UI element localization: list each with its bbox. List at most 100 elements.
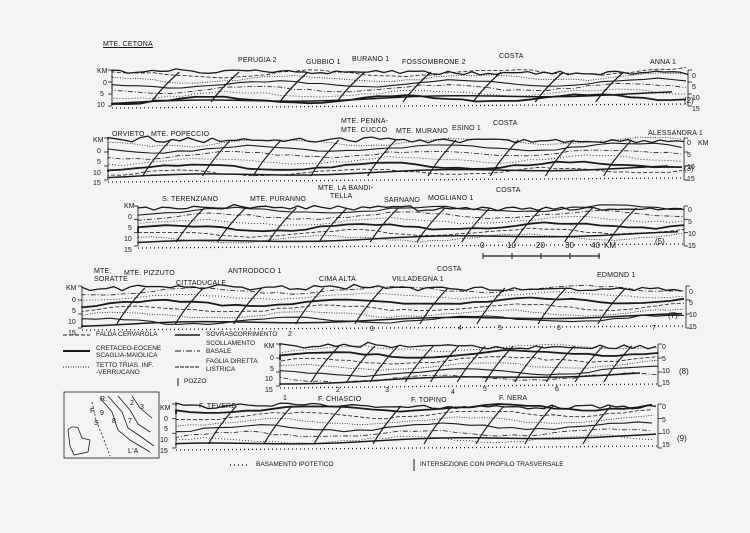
basal-detachment (279, 372, 641, 385)
profile-mark: 5 (498, 325, 502, 332)
tick-label: 15 (662, 442, 670, 449)
label-costa: COSTA (437, 266, 462, 273)
tick-label: 15 (689, 324, 697, 331)
tick-label: 5 (662, 417, 666, 424)
thrust-fault (419, 287, 449, 325)
stratum-line (279, 365, 659, 378)
tick-label: 0 (662, 344, 666, 351)
tick-label: 0 (72, 297, 76, 304)
thrust-fault (489, 139, 519, 177)
stratum-line (111, 67, 687, 80)
thrust-fault (484, 345, 514, 383)
label-s-terenziano: S. TERENZIANO (162, 196, 219, 203)
profile-mark: 3 (385, 387, 389, 394)
stratum-line (137, 216, 685, 228)
profile-mark: 2 (288, 331, 292, 338)
thrust-fault (142, 139, 172, 177)
label-sarnano: SARNANO (384, 197, 421, 204)
label-mte-popeccio: MTE. POPECCIO (151, 131, 210, 138)
label-esino-1: ESINO 1 (452, 125, 482, 132)
thrust-fault (597, 287, 627, 325)
thrust-fault (116, 287, 146, 325)
thrust-fault (216, 207, 246, 243)
tick-label: 15 (160, 448, 168, 455)
section-number: (5) (655, 237, 665, 246)
legend-basamento-ipotetico: BASAMENTO IPOTETICO (256, 461, 334, 468)
label-mte-penna: MTE. PENNA- (341, 118, 389, 125)
km-label: KM (264, 343, 275, 350)
profile-mark: 2 (336, 387, 340, 394)
tick-label: 5 (72, 308, 76, 315)
label-f-tevere: F. TEVERE (199, 403, 237, 410)
label-alessandra-1: ALESSANDRA 1 (648, 130, 703, 137)
tick-label: 15 (687, 176, 695, 183)
stratum-line (279, 359, 659, 372)
km-label: KM (66, 285, 77, 292)
thrust-fault (318, 207, 348, 243)
thrust-fault (175, 207, 205, 243)
legend-intersezione: INTERSEZIONE CON PROFILO TRASVERSALE (420, 461, 564, 468)
legend-faglia-diretta: FAGLIA DIRETTA (206, 358, 258, 365)
basal-detachment (107, 165, 669, 179)
thrust-fault (513, 207, 543, 243)
stratum-line (279, 371, 659, 384)
hypothetical-basement (175, 445, 659, 451)
profile-mark: 4 (458, 325, 462, 332)
hypothetical-basement (81, 325, 687, 331)
thrust-fault (427, 139, 457, 177)
tick-label: 0 (164, 416, 168, 423)
label-villadegna-1: VILLADEGNA 1 (392, 276, 444, 283)
tick-label: 10 (688, 231, 696, 238)
thrust-fault (150, 71, 180, 103)
thrust-fault (607, 207, 637, 243)
stratum-line (81, 302, 685, 314)
tick-label: 15 (265, 387, 273, 394)
topography-line (175, 402, 657, 410)
thrust-fault (430, 345, 460, 383)
legend-listrica: LISTRICA (206, 366, 236, 373)
thrust-fault (514, 345, 544, 383)
tick-label: 0 (692, 73, 696, 80)
inset-label: R. (100, 396, 108, 403)
tick-label: 5 (97, 159, 101, 166)
tick-label: 5 (689, 300, 693, 307)
stratum-line (175, 409, 653, 421)
legend-scaglia-maiolica: SCAGLIA-MAIOLICA (96, 352, 158, 359)
tick-label: 15 (688, 243, 696, 250)
tick-label: 5 (687, 152, 691, 159)
label-mte-la-bandi: MTE. LA BANDI- (318, 185, 374, 192)
profile-mark: 5 (483, 386, 487, 393)
label-mte: MTE. (94, 268, 112, 275)
tick-label: 10 (692, 95, 700, 102)
stratum-line (137, 204, 685, 216)
basal-detachment (137, 230, 679, 244)
topography-line (111, 68, 689, 76)
tick-label: 10 (265, 376, 273, 383)
profile-mark: 3 (370, 326, 374, 333)
profile-mark: 6 (555, 386, 559, 393)
km-label-right: KM (698, 140, 709, 147)
section-number: (8) (679, 367, 689, 376)
inset-label: 9 (100, 410, 105, 417)
profile-mark: 1 (283, 395, 287, 402)
stratum-line (111, 82, 687, 95)
legend-tetto-trias: TETTO TRIAS. INF. (96, 362, 154, 369)
label-soratte: SORATTE (94, 276, 128, 283)
scale-unit: KM (604, 241, 616, 250)
km-label: KM (160, 405, 171, 412)
label-costa: COSTA (499, 53, 524, 60)
inset-label: 3 (140, 404, 145, 411)
label-costa: COSTA (496, 187, 521, 194)
label-perugia-2: PERUGIA 2 (238, 57, 277, 64)
stratum-line (279, 349, 659, 360)
tick-label: 5 (128, 225, 132, 232)
stratum-line (111, 77, 687, 90)
thrust-fault (279, 71, 309, 103)
km-label: KM (93, 137, 104, 144)
tick-label: 10 (662, 429, 670, 436)
stratum-line (107, 166, 683, 178)
tick-label: 10 (160, 437, 168, 444)
inset-label: 2 (130, 400, 135, 407)
thrust-fault (475, 405, 505, 445)
thrust-fault (416, 207, 446, 243)
